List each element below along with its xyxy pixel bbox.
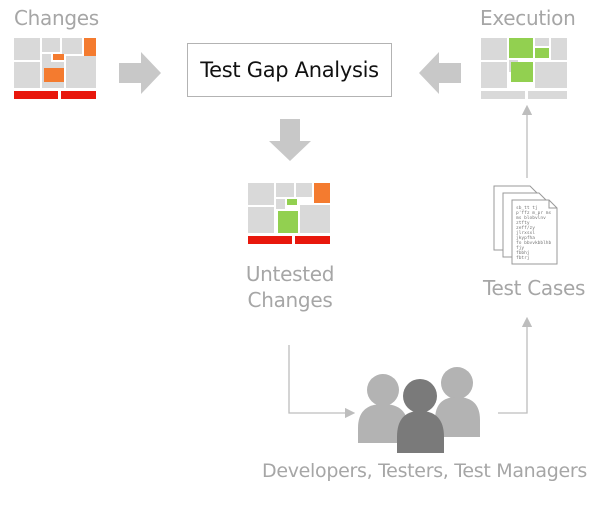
test-doc-line: ms blobvlnv: [516, 215, 546, 221]
arrow-right-changes: [119, 52, 161, 94]
test-cases-label: Test Cases: [483, 276, 586, 300]
test-doc-line: ztfty: [516, 220, 530, 226]
people-group-icon: [358, 367, 480, 453]
test-doc-line: fjy: [516, 245, 524, 251]
people-label: Developers, Testers, Test Managers: [262, 460, 588, 482]
execution-treemap-icon: [481, 38, 567, 99]
arrow-left-execution: [419, 52, 461, 94]
test-doc-line: jkypfha: [516, 235, 535, 241]
changes-treemap-icon: [14, 38, 96, 99]
test-doc-line: sb_tt tj: [516, 205, 538, 211]
test-gap-analysis-box: Test Gap Analysis: [187, 43, 392, 97]
person-middle-head: [403, 379, 437, 413]
test-doc-line: fo bbvvkbblhb: [516, 240, 552, 246]
person-middle-body: [397, 411, 444, 453]
person-right-head: [441, 367, 473, 399]
line-people-to-testcases: [498, 316, 533, 414]
test-doc-line: p'ffz m_pr ms: [516, 210, 552, 216]
untested-line-2: Changes: [247, 288, 333, 312]
person-right-body: [435, 397, 480, 437]
arrow-down-analysis: [269, 119, 311, 161]
untested-treemap-icon: [248, 183, 330, 244]
line-untested-to-people: [288, 345, 356, 419]
untested-line-1: Untested: [245, 262, 335, 286]
test-doc-line: fbtrj: [516, 255, 530, 261]
test-doc-line: zeff/zy: [516, 225, 535, 231]
person-left-head: [367, 374, 399, 406]
person-left-body: [358, 404, 408, 443]
execution-label: Execution: [480, 6, 576, 30]
changes-label: Changes: [14, 6, 99, 30]
untested-changes-label: Untested Changes: [237, 262, 343, 312]
test-doc-line: jlrxsxl: [516, 230, 535, 236]
test-doc-line: fbbhj: [516, 250, 530, 256]
